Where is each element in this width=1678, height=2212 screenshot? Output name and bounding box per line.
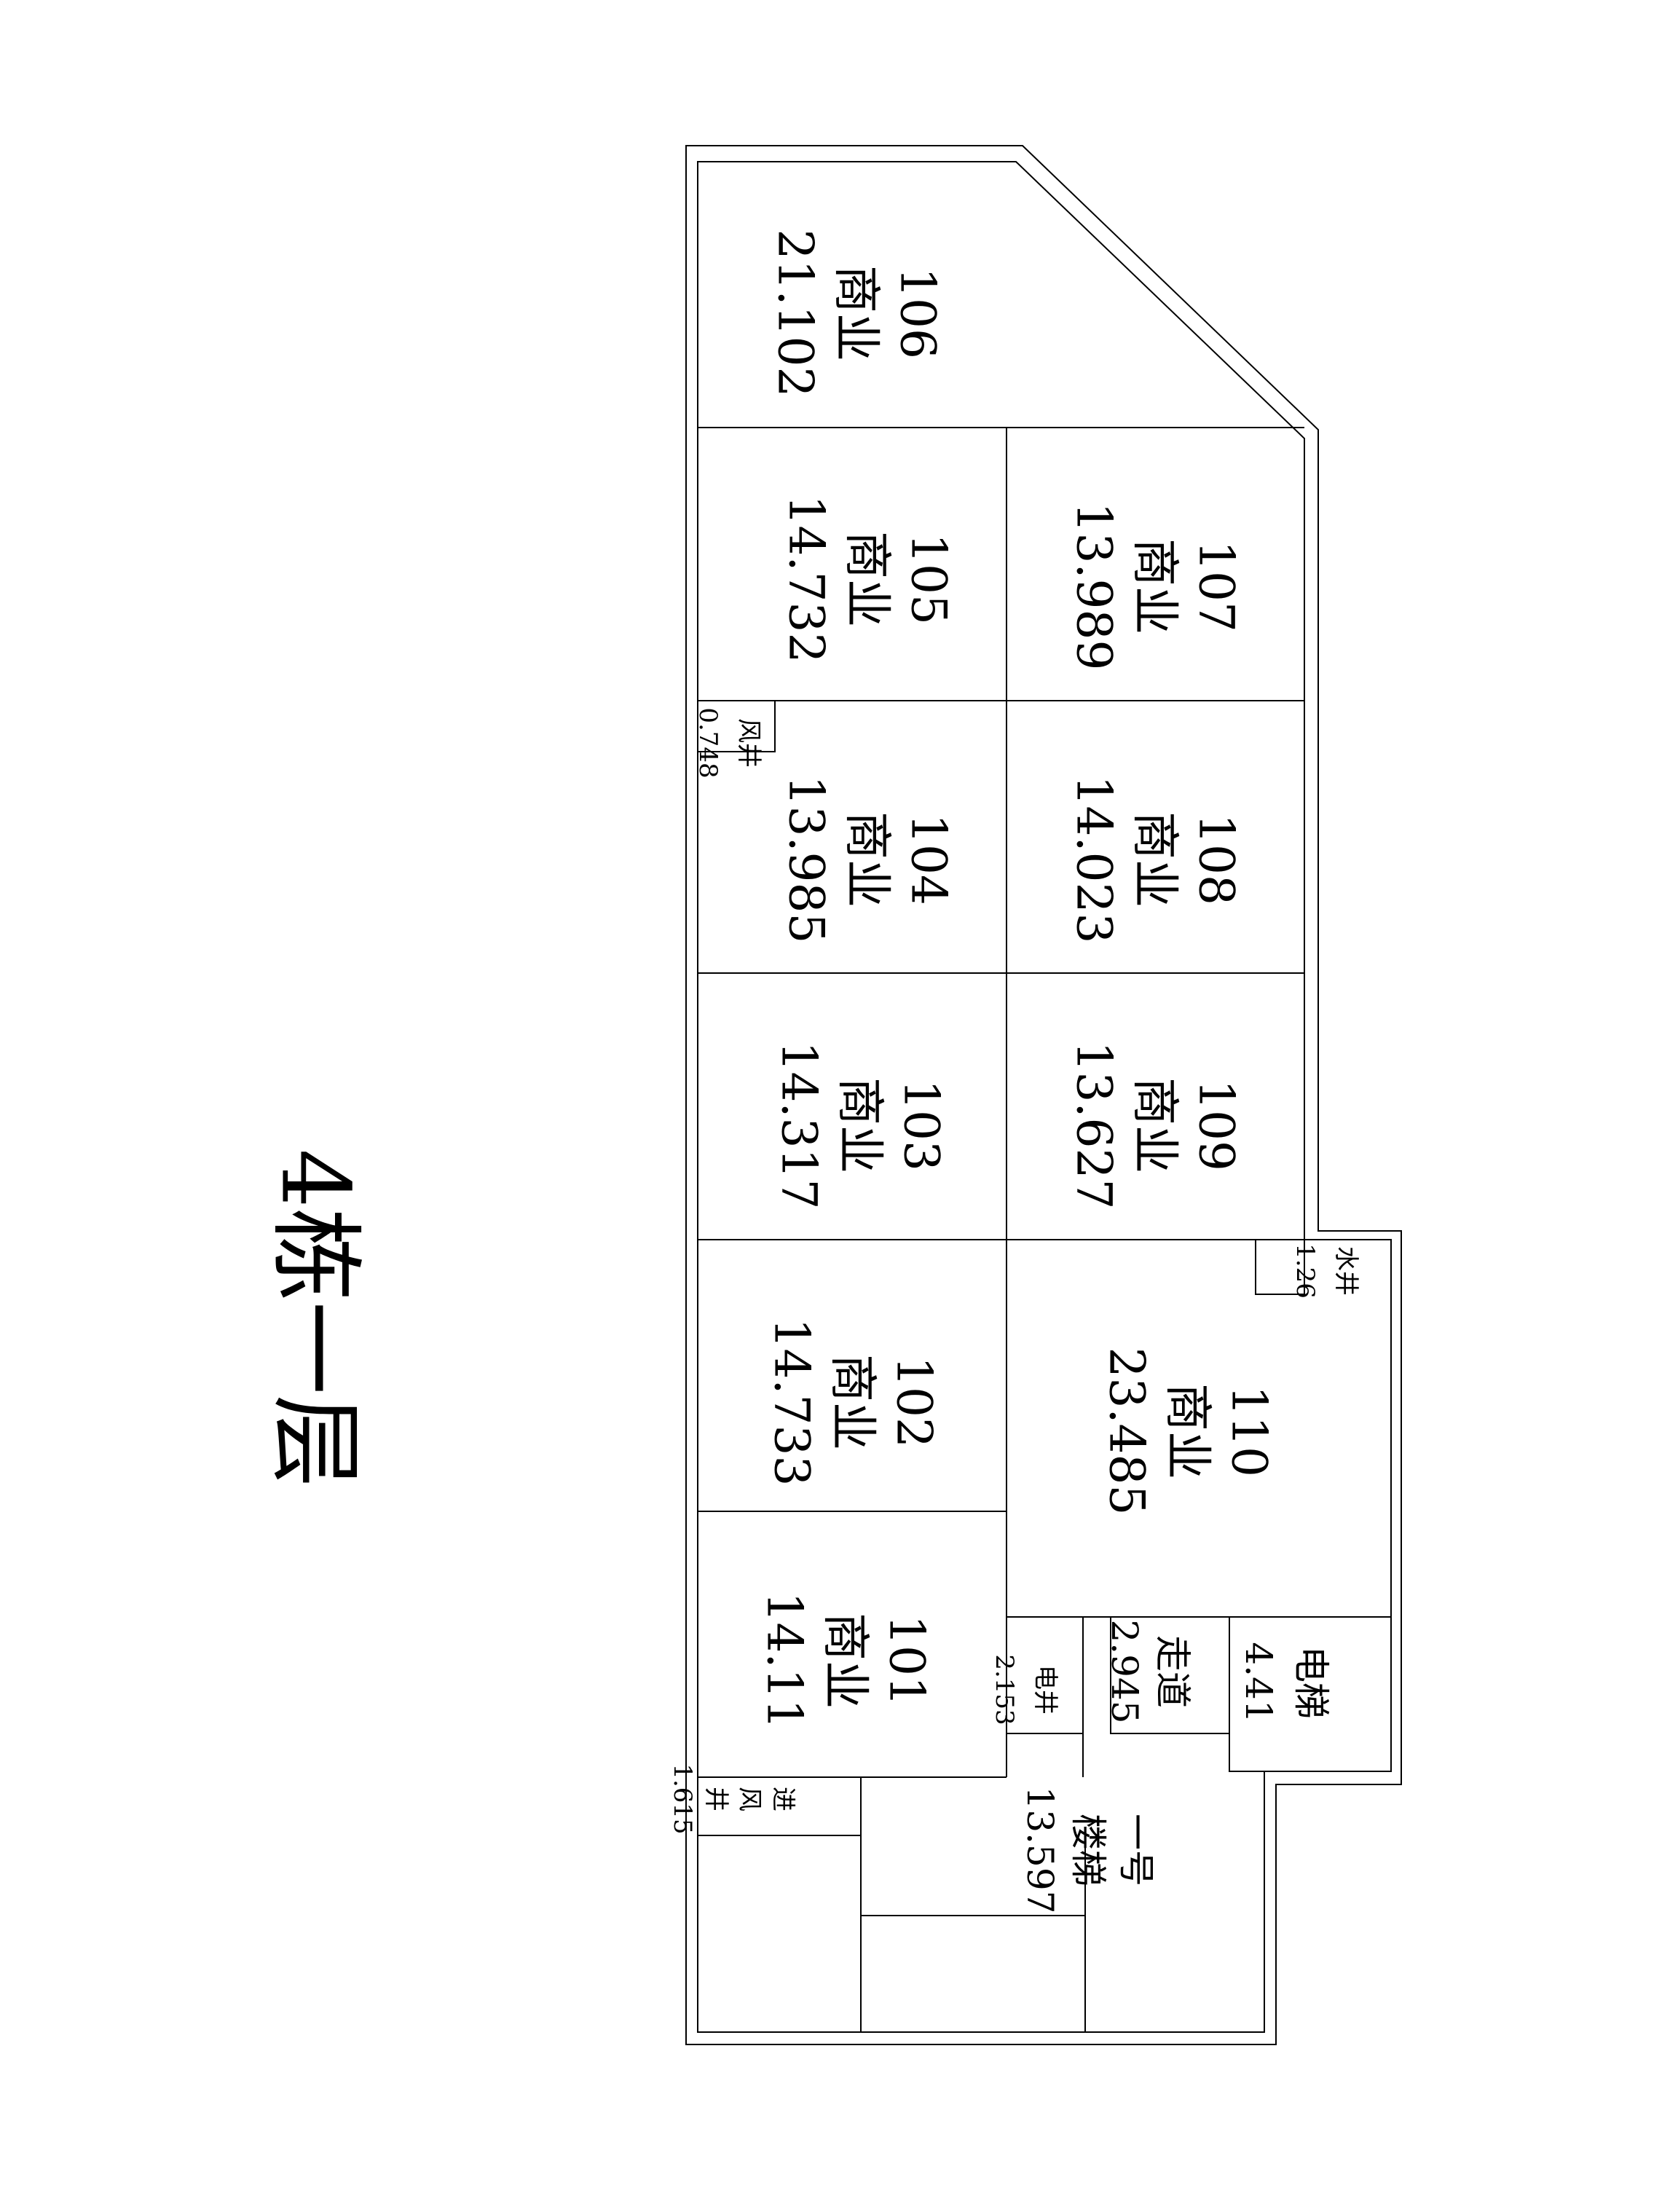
unit-110-use: 商业 [1160,1383,1216,1479]
intake-shaft-char-1: 进 [768,1787,797,1811]
inner-wall [697,161,1392,2033]
air-shaft-room [697,700,776,752]
unit-108-use: 商业 [1127,811,1183,908]
corridor-area: 2.945 [1103,1619,1146,1723]
water-shaft-name: 水井 [1331,1246,1360,1296]
unit-106-area: 21.102 [768,229,824,398]
unit-101-use: 商业 [818,1613,874,1709]
electric-shaft-area: 2.153 [990,1654,1019,1725]
unit-105-area: 14.732 [779,495,835,664]
unit-109-use: 商业 [1127,1077,1183,1173]
unit-107-number: 107 [1189,540,1245,632]
unit-105-use: 商业 [840,531,896,627]
unit-101-area: 14.11 [757,1592,813,1730]
unit-106-number: 106 [890,267,946,359]
unit-104-number: 104 [901,814,957,905]
unit-102-number: 102 [886,1356,942,1448]
air-shaft-name: 风井 [734,718,763,768]
unit-103-number: 103 [894,1079,950,1171]
unit-103-use: 商业 [832,1077,889,1173]
air-shaft-area: 0.748 [693,707,722,778]
unit-109-area: 13.627 [1066,1042,1122,1210]
outer-wall [685,145,1402,2045]
water-shaft-room [1255,1239,1305,1295]
stair-area: 13.597 [1019,1787,1061,1914]
electric-shaft-name: 电井 [1031,1665,1060,1715]
unit-106-use: 商业 [829,265,885,361]
unit-101-number: 101 [879,1615,935,1707]
intake-shaft-area: 1.615 [668,1763,697,1834]
unit-110-number: 110 [1221,1385,1277,1477]
intake-shaft-char-3: 井 [701,1787,730,1811]
stair-name-1: 一号 [1115,1814,1157,1886]
unit-105-number: 105 [901,533,957,625]
unit-102-area: 14.733 [764,1318,820,1487]
unit-109-number: 109 [1189,1079,1245,1171]
unit-104-area: 13.985 [779,776,835,944]
unit-103-area: 14.317 [771,1042,827,1210]
water-shaft-area: 1.26 [1291,1243,1320,1299]
stair-name-2: 楼梯 [1067,1814,1109,1886]
intake-shaft-char-2: 风 [735,1787,764,1811]
corridor-name: 走道 [1151,1635,1194,1708]
unit-102-use: 商业 [825,1354,881,1450]
elevator-room [1229,1616,1392,1772]
unit-110-area: 23.485 [1099,1347,1155,1516]
unit-107-area: 13.989 [1066,503,1122,671]
page-title: 4栋一层 [261,1149,369,1487]
unit-108-number: 108 [1189,814,1245,905]
unit-107-use: 商业 [1127,538,1183,634]
elevator-area: 4.41 [1237,1642,1280,1723]
unit-104-use: 商业 [840,811,896,908]
unit-108-area: 14.023 [1066,776,1122,944]
elevator-name: 电梯 [1290,1646,1332,1719]
